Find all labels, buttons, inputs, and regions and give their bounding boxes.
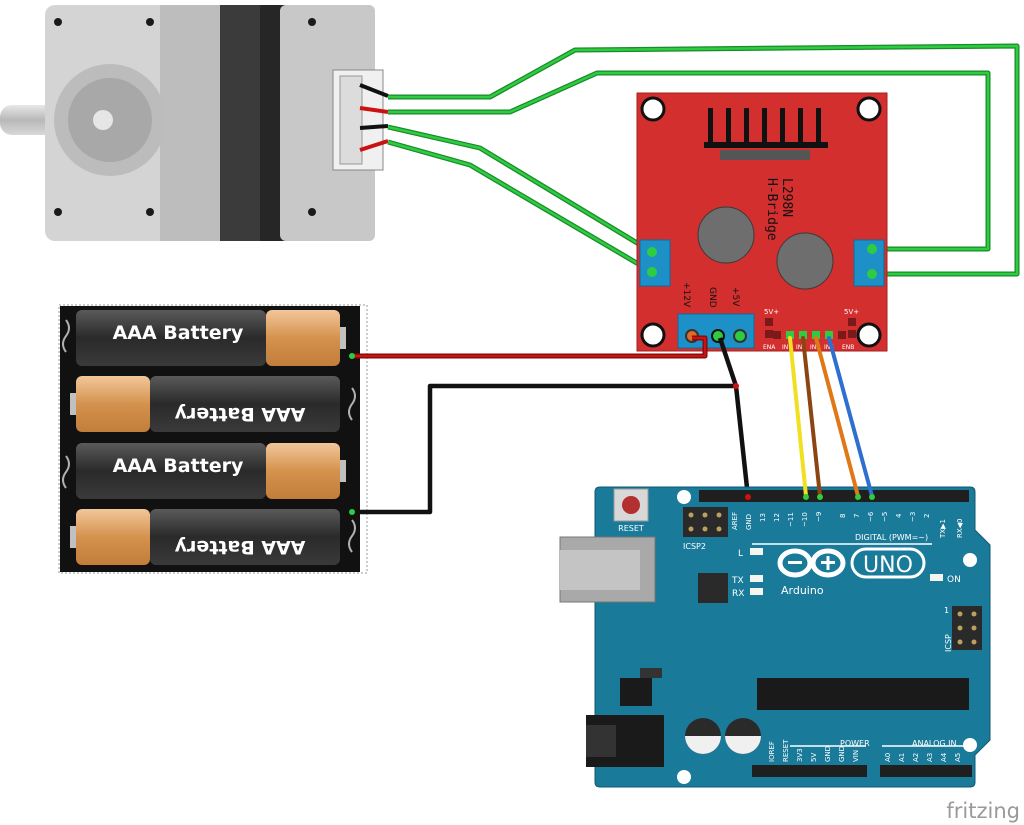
led-label-l: L [738,549,743,559]
pin-label-in4: IN4 [824,344,834,351]
motor-rear-plate [280,5,375,241]
fritzing-watermark: fritzing [946,799,1020,823]
power-header-label: POWER [840,739,870,748]
battery-pack: AAA Battery AAA Battery AAA Battery AAA … [58,304,368,574]
svg-text:RX◀0: RX◀0 [956,519,964,539]
pin-label-in3: IN3 [810,344,820,351]
jumper-label: 5V+ [844,308,859,316]
battery-cell-4: AAA Battery [70,509,340,565]
heatsink [704,108,828,160]
svg-text:~9: ~9 [815,512,823,522]
analog-header-label: ANALOG IN [912,739,957,748]
icsp2-header [683,507,728,537]
signal-wires [788,336,874,498]
battery-label: AAA Battery [113,322,244,344]
icsp-header [952,606,982,650]
svg-text:5V: 5V [810,753,818,762]
power-label-5v: +5V [730,287,740,307]
svg-text:A1: A1 [898,753,906,762]
svg-text:IOREF: IOREF [768,741,776,762]
svg-text:A0: A0 [884,753,892,762]
svg-text:~11: ~11 [787,512,795,527]
usb-chip [698,573,728,603]
power-pin-labels: IOREF RESET 3V3 5V GND GND VIN [768,739,860,762]
svg-text:TX▶1: TX▶1 [939,519,947,539]
battery-label: AAA Battery [174,403,305,425]
voltage-regulator [620,678,652,706]
svg-text:VIN: VIN [852,750,860,762]
svg-text:A5: A5 [954,753,962,762]
icsp2-label: ICSP2 [683,542,706,551]
svg-text:12: 12 [773,513,781,522]
svg-text:GND: GND [824,746,832,762]
svg-text:A4: A4 [940,752,948,762]
l298n-subtitle: H-Bridge [764,178,779,241]
svg-text:7: 7 [853,514,861,518]
wire-in1 [788,336,808,498]
battery-cell-3: AAA Battery [76,443,346,499]
ground-wire [349,337,751,515]
svg-text:~10: ~10 [801,512,809,527]
led-label-tx: TX [731,576,744,586]
pin-label-in2: IN2 [796,344,806,351]
on-label: ON [947,575,961,585]
battery-label: AAA Battery [113,455,244,477]
svg-text:8: 8 [839,514,847,518]
capacitor [776,232,834,290]
svg-text:3V3: 3V3 [796,748,804,762]
digital-header [699,490,969,502]
svg-text:4: 4 [895,513,903,518]
arduino-uno: RESET ICSP2 AREF GND 13 12 ~11 ~10 ~9 8 … [559,486,991,788]
led-label-rx: RX [732,589,744,599]
reset-label: RESET [618,524,644,533]
power-label-gnd: GND [707,287,717,308]
battery-cell-2: AAA Battery [70,376,340,432]
svg-text:~6: ~6 [867,511,875,522]
battery-positive-wire [352,335,708,359]
jumper-label: 5V+ [764,308,779,316]
pin-label-enb: ENB [842,344,854,351]
wire-endpoints [745,494,875,500]
l298n-board: L298N H-Bridge +12V GND +5V 5V+ 5V+ ENA [636,92,888,352]
wire-in2 [801,336,822,498]
svg-text:A3: A3 [926,753,934,762]
icsp-pin1-label: 1 [944,606,949,615]
battery-cell-1: AAA Battery [76,310,346,366]
l298n-title: L298N [779,178,794,217]
svg-text:GND: GND [745,514,753,530]
wire-in4 [827,336,874,498]
svg-text:A2: A2 [912,753,920,762]
motor-leads [359,83,389,152]
pin-label-ena: ENA [763,344,776,351]
brand-label: Arduino [781,584,824,597]
top-pin-labels: AREF GND 13 12 ~11 ~10 ~9 8 7 ~6 ~5 4 ~3… [731,511,964,539]
arduino-logo: UNO Arduino [777,547,926,597]
digital-label: DIGITAL (PWM=~) [855,533,928,542]
icsp-label: ICSP [944,634,953,652]
stepper-motor [0,5,384,241]
svg-text:2: 2 [923,514,931,518]
svg-text:13: 13 [759,513,767,522]
svg-text:~5: ~5 [881,512,889,522]
svg-text:RESET: RESET [782,739,790,762]
motor-a-terminal [639,239,671,287]
power-header [752,765,867,777]
pin-label-in1: IN1 [782,344,792,351]
svg-text:~3: ~3 [909,512,917,522]
battery-label: AAA Battery [174,536,305,558]
analog-header [880,765,972,777]
analog-pin-labels: A0 A1 A2 A3 A4 A5 [884,752,962,762]
svg-text:AREF: AREF [731,512,739,530]
atmega-chip [757,678,969,710]
wire-in3 [814,336,860,498]
model-label: UNO [863,553,913,578]
svg-text:GND: GND [838,746,846,762]
control-pins [773,331,846,339]
capacitor [697,206,755,264]
power-label-12v: +12V [681,282,691,308]
